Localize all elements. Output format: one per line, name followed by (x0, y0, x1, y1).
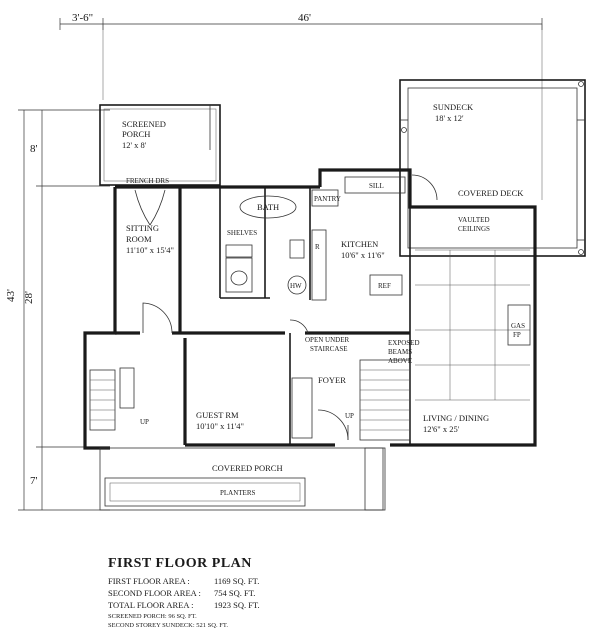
sitting-room-size: 11'10" x 15'4" (126, 245, 174, 255)
side-steps: UP (89, 367, 149, 431)
screened-porch-label-1: SCREENED (122, 119, 166, 129)
gas-fp-label-1: GAS (511, 322, 525, 330)
top-dimension: 3'-6" 46' (59, 12, 543, 200)
screened-porch: SCREENED PORCH 12' x 8' FRENCH DRS (99, 104, 221, 186)
house-walls (83, 168, 537, 450)
area-label: FIRST FLOOR AREA : (108, 576, 190, 586)
sundeck-label: SUNDECK (433, 102, 474, 112)
dim-3-6: 3'-6" (72, 12, 93, 24)
up-label-side: UP (140, 418, 149, 426)
hot-water-label: HW (290, 282, 302, 290)
note-sundeck: SECOND STOREY SUNDECK: 521 SQ. FT. (108, 622, 228, 629)
area-row-second: SECOND FLOOR AREA : 754 SQ. FT. (108, 588, 255, 598)
area-value: 754 SQ. FT. (214, 588, 256, 598)
staircase: UP OPEN UNDER STAIRCASE (305, 336, 411, 441)
kitchen-label: KITCHEN (341, 239, 378, 249)
area-label: SECOND FLOOR AREA : (108, 588, 201, 598)
sundeck: SUNDECK 18' x 12' (399, 79, 586, 257)
french-doors (134, 189, 166, 226)
sitting-room-label-1: SITTING (126, 223, 159, 233)
planters-label: PLANTERS (220, 489, 256, 497)
living-dining-size: 12'6" x 25' (423, 424, 460, 434)
covered-deck-label: COVERED DECK (458, 188, 524, 198)
gas-fp-label-2: FP (513, 331, 521, 339)
open-under-label-2: STAIRCASE (310, 345, 348, 353)
left-dimension: 43' 8' 28' 7' (5, 109, 110, 511)
note-screened-porch: SCREENED PORCH: 96 SQ. FT. (108, 613, 197, 620)
screened-porch-label-2: PORCH (122, 129, 150, 139)
screened-porch-size: 12' x 8' (122, 140, 147, 150)
dim-46: 46' (298, 12, 311, 24)
area-row-first: FIRST FLOOR AREA : 1169 SQ. FT. (108, 576, 259, 586)
refrigerator-label: REF (378, 282, 391, 290)
sitting-room-label-2: ROOM (126, 234, 152, 244)
exposed-beams-label-2: BEAMS (388, 348, 412, 356)
foyer: FOYER (289, 319, 349, 441)
shelves-label: SHELVES (227, 229, 257, 237)
exposed-beams-label-3: ABOVE (388, 357, 412, 365)
dim-43: 43' (5, 289, 17, 302)
pantry-label: PANTRY (314, 195, 341, 203)
covered-deck-area: COVERED DECK VAULTED CEILINGS (458, 188, 524, 233)
guest-room-label: GUEST RM (196, 410, 239, 420)
dim-7: 7' (30, 475, 38, 487)
bath-label: BATH (257, 202, 279, 212)
kitchen: PANTRY SILL R HW REF KITCHEN 10'6" x 11'… (287, 174, 438, 301)
kitchen-size: 10'6" x 11'6" (341, 250, 385, 260)
plan-title: FIRST FLOOR PLAN (108, 556, 252, 571)
vaulted-label-2: CEILINGS (458, 225, 490, 233)
foyer-label: FOYER (318, 375, 346, 385)
covered-porch: COVERED PORCH PLANTERS (99, 447, 386, 511)
living-dining-label: LIVING / DINING (423, 413, 489, 423)
dim-28: 28' (23, 291, 35, 304)
dim-8: 8' (30, 143, 38, 155)
covered-porch-label: COVERED PORCH (212, 463, 283, 473)
area-label: TOTAL FLOOR AREA : (108, 600, 194, 610)
sitting-room-door (142, 302, 173, 334)
area-value: 1169 SQ. FT. (214, 576, 260, 586)
exposed-beams: GAS FP EXPOSED BEAMS ABOVE (388, 249, 531, 401)
range-label: R (315, 243, 320, 251)
exposed-beams-label-1: EXPOSED (388, 339, 420, 347)
area-value: 1923 SQ. FT. (214, 600, 260, 610)
vaulted-label-1: VAULTED (458, 216, 490, 224)
area-row-total: TOTAL FLOOR AREA : 1923 SQ. FT. (108, 600, 260, 610)
sundeck-size: 18' x 12' (435, 113, 464, 123)
sill-label: SILL (369, 182, 384, 190)
up-label-foyer: UP (345, 412, 354, 420)
guest-room: GUEST RM 10'10" x 11'4" (196, 410, 244, 431)
french-doors-label: FRENCH DRS (126, 177, 169, 185)
bath-fixtures: BATH SHELVES (225, 195, 297, 293)
living-dining: LIVING / DINING 12'6" x 25' (423, 413, 489, 434)
guest-room-size: 10'10" x 11'4" (196, 421, 244, 431)
open-under-label-1: OPEN UNDER (305, 336, 349, 344)
floor-plan-drawing: 3'-6" 46' 43' 8' 28' 7' SUNDECK 18' x 12… (5, 12, 586, 511)
